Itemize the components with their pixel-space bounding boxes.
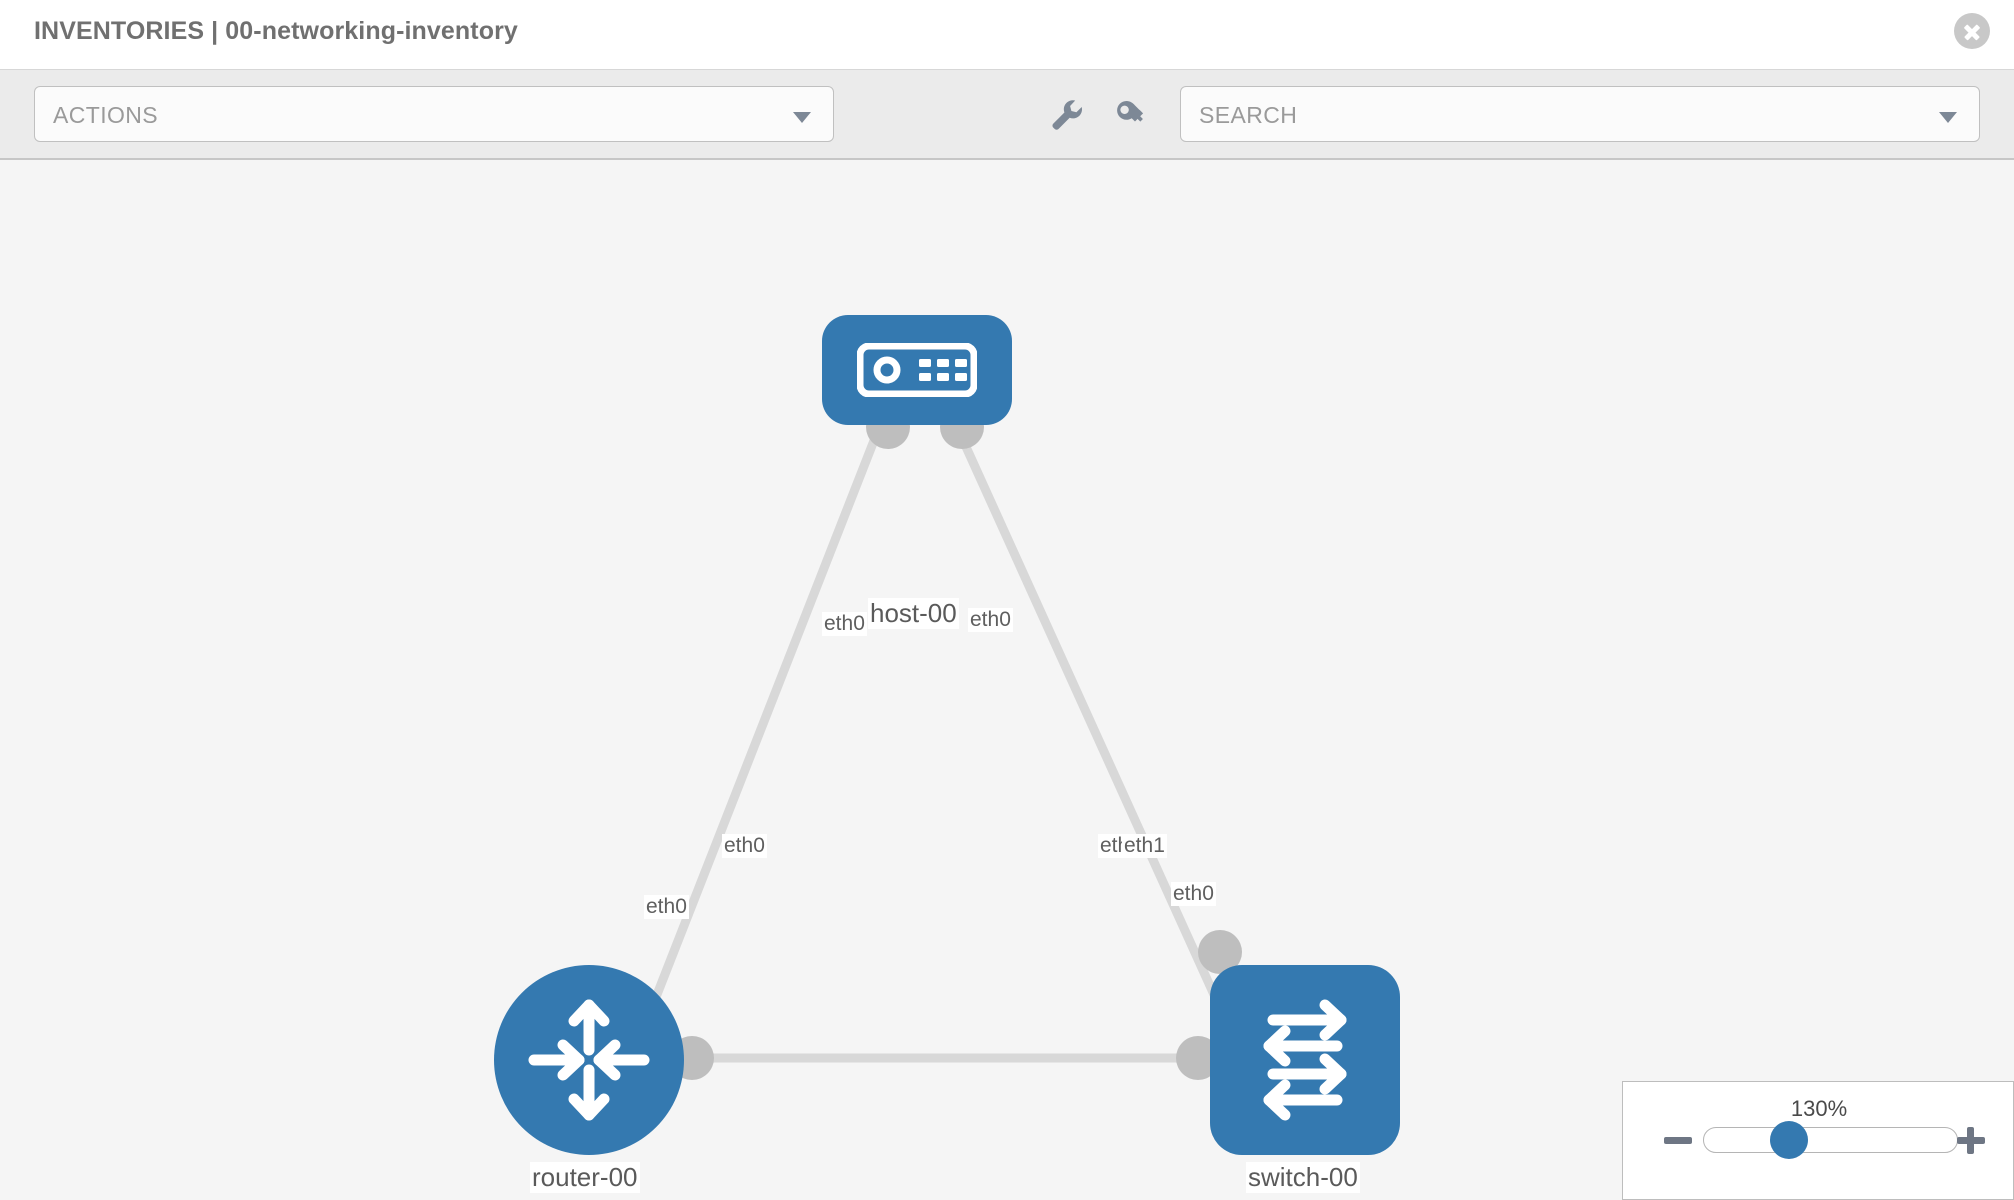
zoom-slider-track[interactable] bbox=[1703, 1127, 1958, 1153]
iface-label-router-up-eth0: eth0 bbox=[644, 895, 689, 919]
topology-node-host-00[interactable]: host-00 bbox=[822, 315, 1012, 629]
zoom-slider-thumb[interactable] bbox=[1770, 1121, 1808, 1159]
search-input[interactable]: SEARCH bbox=[1180, 86, 1980, 142]
server-icon bbox=[857, 343, 977, 397]
switch-node-shape bbox=[1210, 965, 1400, 1155]
node-label-host-00: host-00 bbox=[868, 598, 959, 629]
key-icon[interactable] bbox=[1110, 94, 1152, 136]
iface-label-router-right-eth0: eth0 bbox=[722, 834, 767, 858]
iface-label-host-right-eth0: eth0 bbox=[968, 608, 1013, 632]
switch-arrows-icon bbox=[1263, 999, 1347, 1121]
node-label-router-00: router-00 bbox=[530, 1162, 640, 1193]
search-placeholder: SEARCH bbox=[1199, 102, 1298, 128]
chevron-down-icon bbox=[793, 112, 811, 123]
actions-dropdown[interactable]: ACTIONS bbox=[34, 86, 834, 142]
host-node-shape bbox=[822, 315, 1012, 425]
actions-dropdown-label: ACTIONS bbox=[53, 102, 159, 128]
minus-icon[interactable] bbox=[1663, 1125, 1693, 1155]
chevron-down-icon[interactable] bbox=[1939, 112, 1957, 123]
topology-node-switch-00[interactable]: switch-00 bbox=[1210, 965, 1400, 1193]
toolbar: ACTIONS SEARCH bbox=[0, 70, 2014, 160]
zoom-control-panel: 130% bbox=[1622, 1081, 2014, 1200]
router-arrows-icon bbox=[528, 999, 650, 1121]
topology-edges bbox=[635, 436, 1235, 1063]
plus-icon[interactable] bbox=[1956, 1125, 1986, 1155]
topology-node-router-00[interactable]: router-00 bbox=[494, 965, 684, 1193]
topology-canvas[interactable]: host-00 bbox=[0, 160, 2014, 1200]
close-icon[interactable] bbox=[1954, 13, 1990, 49]
page-header: INVENTORIES | 00-networking-inventory bbox=[0, 0, 2014, 70]
node-label-switch-00: switch-00 bbox=[1246, 1162, 1360, 1193]
zoom-level-value: 130% bbox=[1790, 1096, 1848, 1121]
iface-label-host-left-eth0: eth0 bbox=[822, 612, 867, 636]
iface-label-switch-left-eth1: eth1 bbox=[1122, 834, 1167, 858]
router-node-shape bbox=[494, 965, 684, 1155]
page-title: INVENTORIES | 00-networking-inventory bbox=[34, 17, 518, 45]
wrench-icon[interactable] bbox=[1045, 94, 1087, 136]
iface-label-switch-up-eth0: eth0 bbox=[1171, 882, 1216, 906]
